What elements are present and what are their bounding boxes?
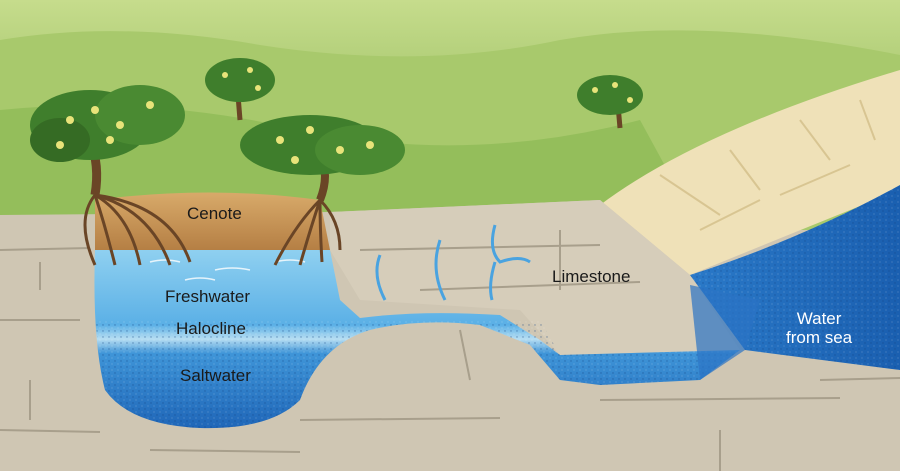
label-freshwater: Freshwater <box>165 287 251 306</box>
label-saltwater: Saltwater <box>180 366 251 385</box>
cave-water-speckle <box>95 320 740 429</box>
limestone-cracks <box>0 230 900 471</box>
mangrove-tree-icon <box>240 115 405 266</box>
label-cenote: Cenote <box>187 204 242 223</box>
label-halocline: Halocline <box>176 319 246 338</box>
mangrove-tree-icon <box>30 85 192 266</box>
sea-inflow <box>690 285 760 380</box>
label-water-from-sea: Water from sea <box>786 309 853 347</box>
mangrove-tree-icon <box>577 75 643 129</box>
water-fissures <box>375 224 531 301</box>
label-limestone: Limestone <box>552 267 631 286</box>
mangrove-tree-icon <box>205 58 275 121</box>
sand-cliff <box>600 70 900 275</box>
limestone-block <box>330 200 740 355</box>
label-water-from-sea-line1: Water <box>796 309 842 328</box>
cliff-lines <box>659 99 876 231</box>
label-water-from-sea-line2: from sea <box>786 327 853 347</box>
